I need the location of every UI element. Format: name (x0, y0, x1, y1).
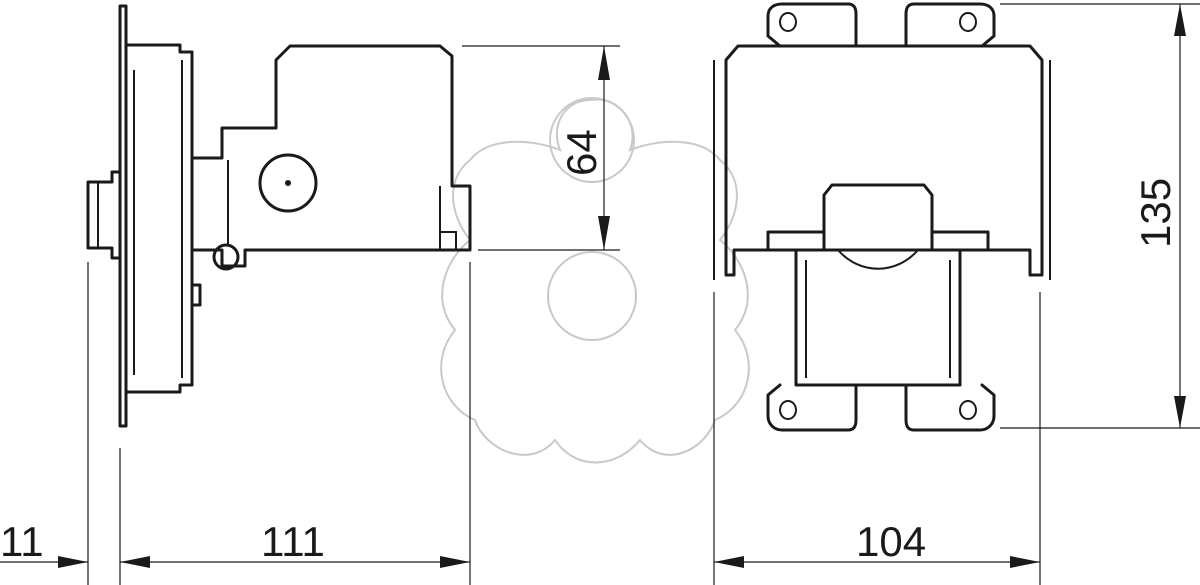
top-left-tab (766, 2, 858, 48)
lamp-holder (822, 183, 934, 234)
housing-body (190, 44, 472, 268)
watermark-logo (440, 97, 750, 464)
side-knob (86, 170, 122, 260)
dimension-lines (0, 3, 1200, 585)
access-hole (258, 153, 318, 213)
dimension-label-height-body: 64 (558, 129, 605, 176)
mounting-flange (118, 4, 128, 428)
top-right-tab (904, 2, 996, 48)
bottom-right-tab (904, 383, 996, 432)
back-plate (124, 43, 194, 394)
dimension-label-depth: 111 (261, 518, 325, 565)
pivot-screw (212, 243, 240, 271)
front-view (713, 2, 1051, 432)
dimension-label-width: 104 (856, 518, 926, 565)
bottom-left-tab (766, 383, 858, 432)
cover-shell (724, 44, 1044, 277)
dimension-label-flange: 11 (0, 518, 44, 565)
lower-bracket (794, 248, 962, 387)
side-view (86, 4, 472, 428)
dimension-label-height-front: 135 (1132, 178, 1179, 248)
